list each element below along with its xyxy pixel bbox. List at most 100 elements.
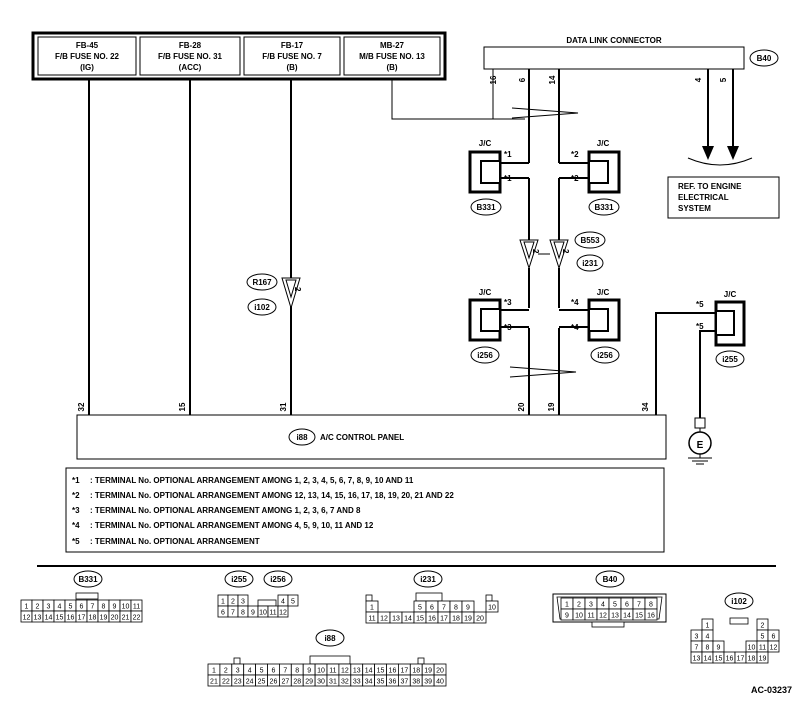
i88-pin: 34 bbox=[365, 679, 373, 686]
i88-pin: 4 bbox=[248, 668, 252, 675]
i256-pin: 1 bbox=[221, 599, 225, 606]
i231-pin: 6 bbox=[430, 605, 434, 612]
i102-face-label: i102 bbox=[731, 597, 747, 606]
i88-pin: 16 bbox=[389, 668, 397, 675]
i102-pin: 10 bbox=[748, 645, 756, 652]
note-2-mark: *2 bbox=[72, 491, 80, 500]
i88-pin: 30 bbox=[317, 679, 325, 686]
i231-pin: 1 bbox=[370, 605, 374, 612]
i231-pin: 11 bbox=[368, 616, 375, 623]
i88-pin: 22 bbox=[222, 679, 230, 686]
b331-pin: 11 bbox=[133, 604, 140, 611]
b331-pin: 10 bbox=[122, 604, 130, 611]
i88-pin: 40 bbox=[436, 679, 444, 686]
ac-pin-32: 32 bbox=[77, 402, 86, 411]
i102-pin: 19 bbox=[759, 656, 767, 663]
note-5-text: : TERMINAL No. OPTIONAL ARRANGEMENT bbox=[90, 537, 260, 546]
engine-ref-arrows: REF. TO ENGINE ELECTRICAL SYSTEM bbox=[667, 69, 780, 219]
joint-connector-i256-right: J/C *4 *4 i256 bbox=[559, 288, 621, 364]
i102-pin: 4 bbox=[706, 634, 710, 641]
dlc-pin-6: 6 bbox=[518, 77, 527, 82]
i256-pin: 12 bbox=[279, 610, 287, 617]
i88-pin: 21 bbox=[210, 679, 218, 686]
b40-pin: 8 bbox=[649, 602, 653, 609]
b40-pin: 2 bbox=[577, 602, 581, 609]
i88-pin: 15 bbox=[377, 668, 385, 675]
dlc-pin-5: 5 bbox=[719, 77, 728, 82]
b40-pin: 6 bbox=[625, 602, 629, 609]
svg-text:J/C: J/C bbox=[479, 139, 492, 148]
svg-text:*1: *1 bbox=[504, 150, 512, 159]
i88-pin: 6 bbox=[271, 668, 275, 675]
i88-pin: 24 bbox=[246, 679, 254, 686]
i88-pin: 29 bbox=[305, 679, 313, 686]
fuse-4-mode: (B) bbox=[386, 63, 397, 72]
twist-mark-bottom bbox=[509, 366, 577, 378]
ac-pin-19: 19 bbox=[547, 402, 556, 411]
i88-face-label: i88 bbox=[324, 634, 336, 643]
fuse-3-code: FB-17 bbox=[281, 41, 304, 50]
i88-pin: 31 bbox=[329, 679, 337, 686]
svg-text:*4: *4 bbox=[571, 298, 579, 307]
i102-pin: 3 bbox=[695, 634, 699, 641]
i102-pin: 16 bbox=[726, 656, 734, 663]
fuse-2-name: F/B FUSE NO. 31 bbox=[158, 52, 223, 61]
b40-pin: 3 bbox=[589, 602, 593, 609]
i102-pin: 14 bbox=[704, 656, 712, 663]
ac-panel-label: A/C CONTROL PANEL bbox=[320, 433, 404, 442]
i88-pin: 38 bbox=[412, 679, 420, 686]
note-2-text: : TERMINAL No. OPTIONAL ARRANGEMENT AMON… bbox=[90, 491, 454, 500]
svg-text:*3: *3 bbox=[504, 323, 512, 332]
joint-connector-i255: J/C *5 *5 i255 bbox=[655, 290, 746, 418]
b331-pin: 19 bbox=[100, 615, 108, 622]
b40-pin: 16 bbox=[647, 613, 655, 620]
ref-line-2: ELECTRICAL bbox=[678, 193, 729, 202]
i88-pin: 35 bbox=[377, 679, 385, 686]
i231-pin: 16 bbox=[428, 616, 436, 623]
i102-pin: 7 bbox=[695, 645, 699, 652]
label-r167: R167 bbox=[252, 278, 272, 287]
b331-pin: 2 bbox=[36, 604, 40, 611]
label-i102: i102 bbox=[254, 303, 270, 312]
note-4-mark: *4 bbox=[72, 521, 80, 530]
b40-pin: 14 bbox=[623, 613, 631, 620]
i102-pin: 9 bbox=[717, 645, 721, 652]
i256-pin: 4 bbox=[281, 599, 285, 606]
i231-pin: 5 bbox=[418, 605, 422, 612]
i256-face-label: i256 bbox=[270, 575, 286, 584]
i102-pin: 11 bbox=[759, 645, 766, 652]
i256-pin: 7 bbox=[231, 610, 235, 617]
i88-pin: 26 bbox=[270, 679, 278, 686]
i88-pin: 11 bbox=[329, 668, 336, 675]
note-3-mark: *3 bbox=[72, 506, 80, 515]
ground-symbol: E bbox=[688, 417, 712, 465]
b40-pin: 5 bbox=[613, 602, 617, 609]
i88-pin: 7 bbox=[283, 668, 287, 675]
svg-text:J/C: J/C bbox=[597, 139, 610, 148]
b40-pin: 4 bbox=[601, 602, 605, 609]
i88-pin: 14 bbox=[365, 668, 373, 675]
label-i256-right: i256 bbox=[597, 351, 613, 360]
b331-pin: 13 bbox=[34, 615, 42, 622]
data-link-connector: DATA LINK CONNECTOR B40 16 6 14 4 5 bbox=[483, 36, 779, 84]
svg-text:2: 2 bbox=[531, 249, 540, 254]
i231-pin: 20 bbox=[476, 616, 484, 623]
joint-connector-i256-left: J/C *3 *3 i256 bbox=[468, 288, 529, 364]
ac-control-panel: i88 A/C CONTROL PANEL 32 15 31 20 19 34 bbox=[76, 402, 667, 460]
i102-pin: 12 bbox=[770, 645, 778, 652]
fuse-4-name: M/B FUSE NO. 13 bbox=[359, 52, 425, 61]
b331-pin: 8 bbox=[102, 604, 106, 611]
b40-pin: 7 bbox=[637, 602, 641, 609]
i88-pin: 39 bbox=[424, 679, 432, 686]
svg-text:J/C: J/C bbox=[479, 288, 492, 297]
b331-pin: 22 bbox=[133, 615, 141, 622]
i256-pin: 3 bbox=[241, 599, 245, 606]
b331-pin: 1 bbox=[25, 604, 29, 611]
ref-line-1: REF. TO ENGINE bbox=[678, 182, 742, 191]
i88-pin: 13 bbox=[353, 668, 361, 675]
ac-pin-31: 31 bbox=[279, 402, 288, 411]
i102-pin: 5 bbox=[761, 634, 765, 641]
b331-pin: 3 bbox=[47, 604, 51, 611]
label-i255: i255 bbox=[722, 355, 738, 364]
i102-pin: 1 bbox=[706, 623, 710, 630]
